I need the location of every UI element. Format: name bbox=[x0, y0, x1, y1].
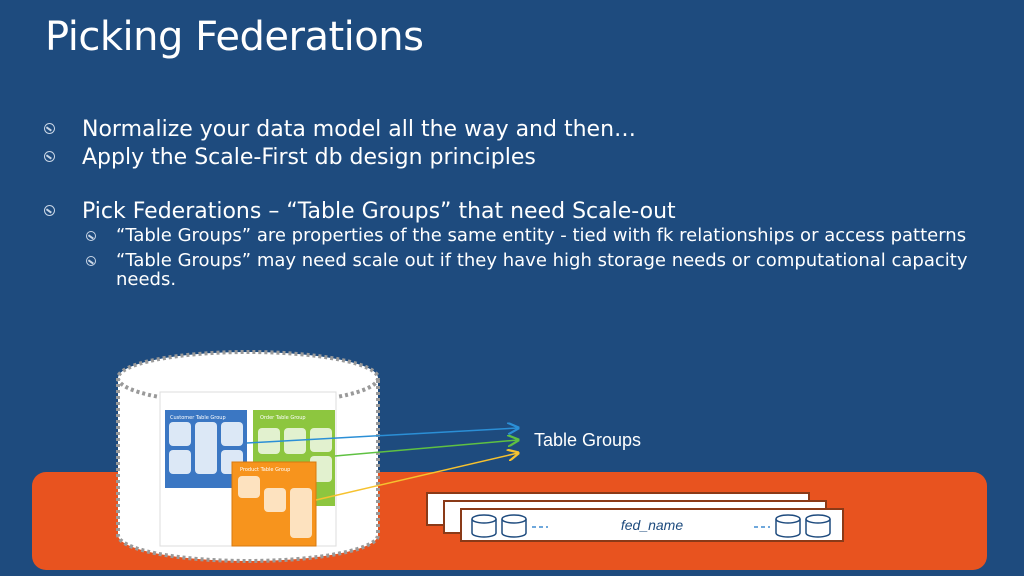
database-icon bbox=[775, 514, 801, 538]
sub-bullet-text: “Table Groups” are properties of the sam… bbox=[116, 225, 967, 246]
database-icon bbox=[805, 514, 831, 538]
bullet-text: Apply the Scale-First db design principl… bbox=[82, 145, 536, 170]
bullet-icon bbox=[44, 205, 55, 216]
bullet-scale-first: Apply the Scale-First db design principl… bbox=[42, 144, 1002, 172]
bullet-icon bbox=[86, 256, 96, 266]
bullet-icon bbox=[44, 123, 55, 134]
arrow-product bbox=[315, 453, 518, 501]
bullet-list: Normalize your data model all the way an… bbox=[42, 116, 1002, 289]
fed-name-label: fed_name bbox=[620, 517, 684, 533]
bullet-icon bbox=[86, 231, 96, 241]
sub-bullet-properties: “Table Groups” are properties of the sam… bbox=[84, 226, 1002, 245]
bullet-normalize: Normalize your data model all the way an… bbox=[42, 116, 1002, 144]
database-icon bbox=[501, 514, 527, 538]
bullet-pick-federations: Pick Federations – “Table Groups” that n… bbox=[42, 198, 1002, 226]
bullet-icon bbox=[44, 151, 55, 162]
arrow-order bbox=[334, 440, 518, 457]
bullet-text: Normalize your data model all the way an… bbox=[82, 117, 637, 142]
sub-bullet-text: “Table Groups” may need scale out if the… bbox=[116, 250, 968, 290]
product-table-group: Product Table Group bbox=[231, 461, 317, 547]
table-groups-label: Table Groups bbox=[534, 430, 642, 450]
federation-member: fed_name bbox=[460, 508, 844, 542]
database-icon bbox=[471, 514, 497, 538]
sub-bullet-scale-out: “Table Groups” may need scale out if the… bbox=[84, 251, 1002, 289]
group-label: Product Table Group bbox=[240, 467, 290, 473]
group-label: Order Table Group bbox=[260, 415, 306, 421]
arrow-customer bbox=[246, 428, 518, 444]
federation-db-icons bbox=[471, 514, 831, 538]
group-label: Customer Table Group bbox=[170, 415, 226, 421]
slide-title: Picking Federations bbox=[45, 14, 424, 60]
bullet-text: Pick Federations – “Table Groups” that n… bbox=[82, 199, 676, 224]
